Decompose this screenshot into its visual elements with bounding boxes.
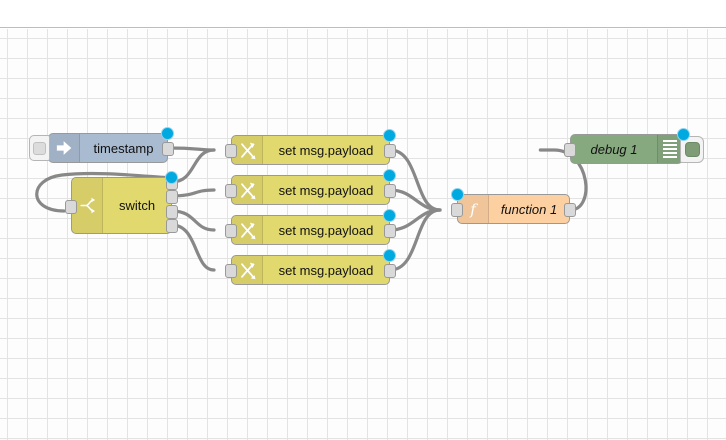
change-2-status-dot bbox=[383, 169, 396, 182]
change-2-label: set msg.payload bbox=[278, 182, 374, 198]
inject-trigger-button[interactable] bbox=[29, 135, 50, 161]
wire-function1-to-debug1 bbox=[538, 148, 588, 212]
node-debug-1[interactable]: debug 1 bbox=[564, 128, 704, 164]
editor-top-strip bbox=[0, 0, 726, 28]
change-4-status-dot bbox=[383, 249, 396, 262]
wire-change4-to-function1 bbox=[388, 208, 442, 272]
change-3-label: set msg.payload bbox=[278, 222, 374, 238]
switch-branch-icon bbox=[72, 178, 103, 233]
function-1-output-port[interactable] bbox=[564, 203, 576, 217]
swap-arrows-icon bbox=[232, 176, 263, 204]
inject-trigger-button-inner bbox=[33, 141, 46, 155]
wire-switch-out1-to-change2 bbox=[170, 188, 216, 198]
swap-arrows-icon bbox=[232, 256, 263, 284]
change-3-input-port[interactable] bbox=[225, 224, 237, 238]
switch-output-port-3[interactable] bbox=[166, 205, 178, 219]
function-1-status-dot bbox=[451, 188, 464, 201]
change-1-output-port[interactable] bbox=[384, 144, 396, 158]
flow-canvas[interactable]: timestamp switch bbox=[0, 29, 726, 440]
node-change-3[interactable]: set msg.payload bbox=[225, 209, 396, 245]
node-inject-timestamp[interactable]: timestamp bbox=[29, 127, 174, 163]
change-1-input-port[interactable] bbox=[225, 144, 237, 158]
function-1-input-port[interactable] bbox=[451, 203, 463, 217]
change-2-input-port[interactable] bbox=[225, 184, 237, 198]
debug-1-label: debug 1 bbox=[590, 141, 638, 157]
node-switch[interactable]: switch bbox=[65, 171, 178, 234]
wire-switch-out0-to-change1 bbox=[170, 148, 216, 184]
switch-status-dot bbox=[165, 171, 178, 184]
change-4-input-port[interactable] bbox=[225, 264, 237, 278]
node-change-1[interactable]: set msg.payload bbox=[225, 129, 396, 165]
change-1-status-dot bbox=[383, 129, 396, 142]
function-f-icon: f bbox=[458, 195, 489, 223]
inject-status-dot bbox=[161, 127, 174, 140]
debug-1-input-port[interactable] bbox=[564, 143, 576, 157]
debug-lines-icon bbox=[657, 135, 682, 163]
switch-output-port-2[interactable] bbox=[166, 190, 178, 204]
change-2-output-port[interactable] bbox=[384, 184, 396, 198]
change-4-label: set msg.payload bbox=[278, 262, 374, 278]
debug-enable-button-inner bbox=[684, 142, 700, 157]
inject-node-label: timestamp bbox=[93, 140, 154, 156]
node-change-2[interactable]: set msg.payload bbox=[225, 169, 396, 205]
switch-output-port-4[interactable] bbox=[166, 219, 178, 233]
change-3-output-port[interactable] bbox=[384, 224, 396, 238]
inject-arrow-icon bbox=[49, 134, 80, 162]
node-change-4[interactable]: set msg.payload bbox=[225, 249, 396, 285]
change-1-label: set msg.payload bbox=[278, 142, 374, 158]
debug-1-status-dot bbox=[677, 128, 690, 141]
svg-text:f: f bbox=[469, 200, 478, 218]
change-3-status-dot bbox=[383, 209, 396, 222]
switch-input-port[interactable] bbox=[65, 200, 77, 214]
inject-output-port[interactable] bbox=[162, 142, 174, 156]
change-4-output-port[interactable] bbox=[384, 264, 396, 278]
swap-arrows-icon bbox=[232, 136, 263, 164]
node-function-1[interactable]: f function 1 bbox=[451, 188, 576, 224]
wire-switch-loopback bbox=[35, 171, 174, 213]
switch-node-label: switch bbox=[118, 198, 156, 213]
function-1-label: function 1 bbox=[500, 201, 558, 217]
wire-switch-out3-to-change4 bbox=[170, 223, 216, 272]
swap-arrows-icon bbox=[232, 216, 263, 244]
